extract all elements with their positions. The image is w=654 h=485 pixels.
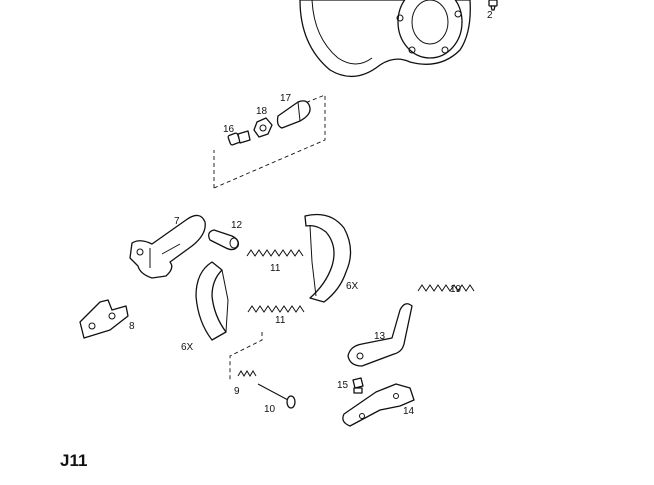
callout-labels: 2 17 18 16 7 12 11 6X 19 11 8 13 6X 9 15… bbox=[129, 10, 493, 417]
cylinder-part-12 bbox=[208, 229, 240, 251]
callout-11-upper: 11 bbox=[270, 263, 281, 274]
adjuster-part-14 bbox=[342, 383, 415, 427]
brake-shoe-lower bbox=[195, 261, 229, 341]
callout-13: 13 bbox=[374, 331, 386, 342]
bolt-part-2 bbox=[488, 0, 498, 11]
callout-18: 18 bbox=[256, 106, 268, 117]
callout-8: 8 bbox=[129, 321, 135, 332]
callout-12: 12 bbox=[231, 220, 243, 231]
spring-part-11-upper bbox=[246, 249, 304, 257]
nut-part-18 bbox=[253, 117, 273, 138]
section-code: J11 bbox=[60, 451, 88, 470]
callout-14: 14 bbox=[403, 406, 415, 417]
spring-part-19 bbox=[417, 284, 475, 292]
callout-2: 2 bbox=[487, 10, 493, 21]
bracket-part-7 bbox=[129, 214, 206, 279]
callout-17: 17 bbox=[280, 93, 292, 104]
assembly-bracket-lower bbox=[229, 332, 263, 380]
cap-part-17 bbox=[276, 100, 311, 129]
callout-16: 16 bbox=[223, 124, 235, 135]
callout-11-lower: 11 bbox=[275, 315, 286, 326]
callout-15: 15 bbox=[337, 380, 349, 391]
plate-part-8 bbox=[79, 299, 129, 339]
spring-part-11-lower bbox=[247, 305, 305, 313]
lever-part-13 bbox=[347, 303, 413, 367]
callout-10: 10 bbox=[264, 404, 276, 415]
callout-7: 7 bbox=[174, 216, 180, 227]
callout-19: 19 bbox=[450, 284, 462, 295]
pin-part-10 bbox=[257, 383, 296, 409]
assembly-bracket-upper bbox=[213, 94, 326, 189]
callout-9: 9 bbox=[234, 386, 240, 397]
callout-6x-upper: 6X bbox=[346, 281, 359, 292]
brake-drum bbox=[299, 0, 471, 77]
knob-part-15 bbox=[352, 377, 364, 394]
brake-shoe-upper bbox=[304, 213, 352, 303]
spring-part-9 bbox=[237, 370, 257, 377]
callout-6x-lower: 6X bbox=[181, 342, 194, 353]
bleed-screw-part-16 bbox=[227, 130, 251, 146]
